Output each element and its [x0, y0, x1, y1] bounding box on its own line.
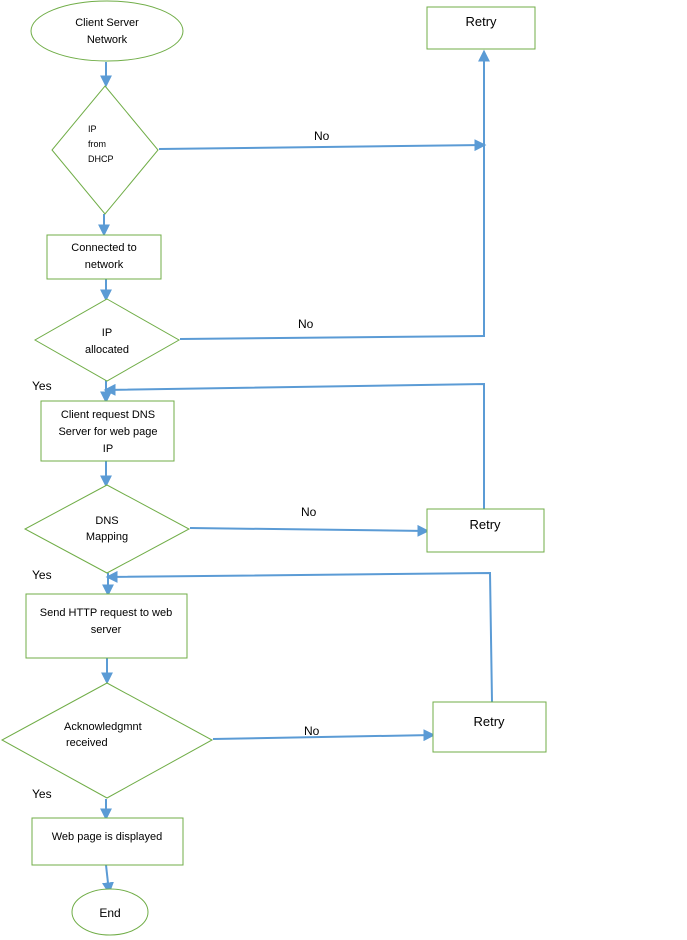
label-yes-ack: Yes: [32, 787, 52, 801]
node-retry-bottom-label: Retry: [473, 714, 505, 729]
node-ack-line-1: Acknowledgmnt: [64, 721, 142, 733]
node-connected-line-2: network: [85, 259, 124, 271]
node-start-line-2: Network: [87, 34, 128, 46]
label-no-allocated: No: [298, 317, 314, 331]
arrow-retry-bottom-loop: [105, 570, 493, 703]
node-retry-top-label: Retry: [465, 14, 497, 29]
node-retry-mid: Retry: [426, 508, 545, 553]
node-start: Client Server Network: [30, 0, 184, 62]
node-retry-top: Retry: [426, 6, 536, 50]
node-ip-dhcp: IP from DHCP: [51, 85, 159, 215]
node-dns-mapping-line-2: Mapping: [86, 531, 128, 543]
label-no-mapping: No: [301, 505, 317, 519]
node-displayed: Web page is displayed: [31, 817, 184, 866]
node-dns-request: Client request DNS Server for web page I…: [40, 400, 175, 462]
node-connected-line-1: Connected to: [71, 242, 136, 254]
node-dns-mapping-line-1: DNS: [95, 515, 118, 527]
arrow-mapping-no: [189, 524, 430, 537]
arrow-dhcp-no: [158, 139, 487, 152]
edge-labels: No No No No Yes Yes Yes: [32, 129, 330, 801]
node-retry-bottom: Retry: [432, 701, 547, 753]
node-ip-allocated-line-1: IP: [102, 327, 112, 339]
node-retry-mid-label: Retry: [469, 517, 501, 532]
node-start-line-1: Client Server: [75, 17, 139, 29]
node-http-request: Send HTTP request to web server: [25, 593, 188, 659]
node-ip-allocated-line-2: allocated: [85, 344, 129, 356]
node-connected: Connected to network: [46, 234, 162, 280]
node-dns-request-line-3: IP: [103, 443, 113, 455]
node-http-request-line-2: server: [91, 624, 122, 636]
node-ack-line-2: received: [66, 737, 108, 749]
node-ip-dhcp-line-2: from: [88, 139, 106, 149]
node-http-request-line-1: Send HTTP request to web: [40, 607, 172, 619]
arrow-ack-no: [212, 729, 436, 742]
label-yes-mapping: Yes: [32, 568, 52, 582]
node-ip-allocated: IP allocated: [33, 298, 181, 382]
label-no-dhcp: No: [314, 129, 330, 143]
node-ip-dhcp-line-3: DHCP: [88, 154, 114, 164]
node-end-label: End: [99, 906, 120, 920]
node-displayed-label: Web page is displayed: [52, 831, 162, 843]
node-dns-mapping: DNS Mapping: [23, 484, 191, 574]
arrow-allocated-no: [179, 335, 486, 340]
node-ip-dhcp-line-1: IP: [88, 124, 97, 134]
node-dns-request-line-1: Client request DNS: [61, 409, 155, 421]
label-yes-allocated: Yes: [32, 379, 52, 393]
node-dns-request-line-2: Server for web page: [58, 426, 157, 438]
connectors: [98, 49, 493, 895]
node-ack: Acknowledgmnt received: [0, 682, 214, 799]
arrow-displayed-to-end: [101, 864, 114, 895]
arrow-retry-mid-loop: [103, 382, 485, 509]
label-no-ack: No: [304, 724, 320, 738]
node-end: End: [71, 888, 149, 936]
